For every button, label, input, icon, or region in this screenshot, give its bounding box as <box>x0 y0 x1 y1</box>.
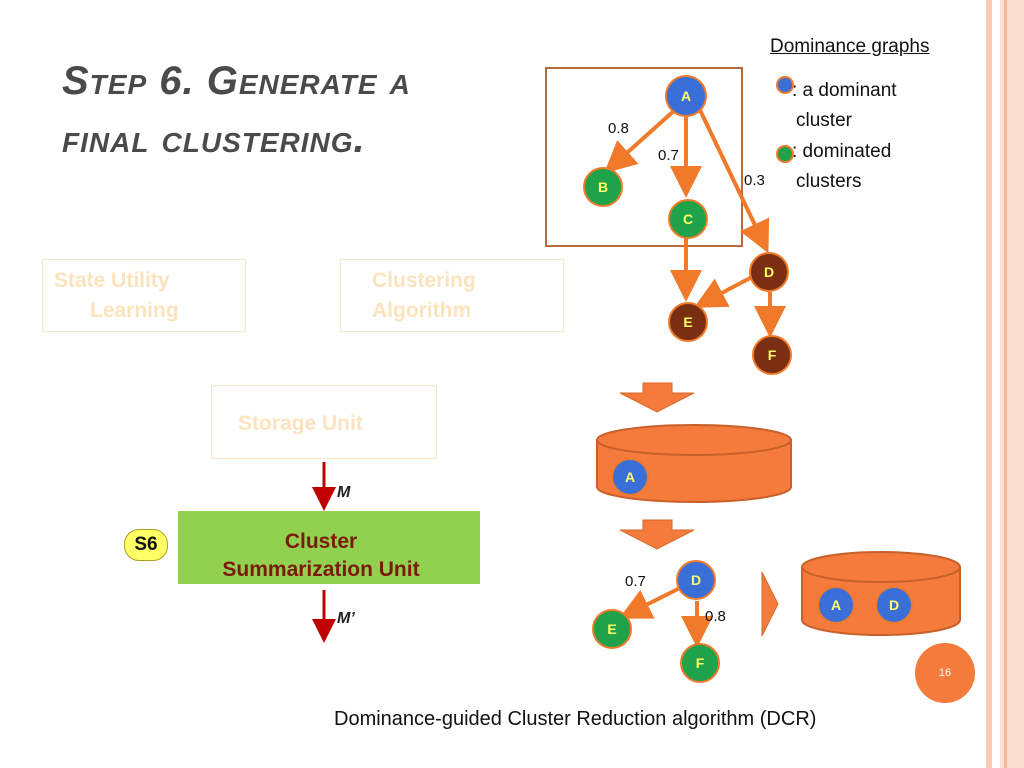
db-right-node-d: D <box>875 586 913 624</box>
slide-title-line2: final clustering. <box>62 117 366 161</box>
db-right-node-a: A <box>817 586 855 624</box>
svg-text:D: D <box>889 597 899 613</box>
svg-text:E: E <box>607 621 616 637</box>
db-middle-node-a: A <box>611 458 649 496</box>
legend-dominated-line2: clusters <box>796 171 862 192</box>
page-number: 16 <box>915 643 975 703</box>
node-a: A <box>665 75 707 117</box>
decor-stripe <box>986 0 992 768</box>
clustering-box <box>340 259 564 332</box>
step-badge: S6 <box>124 529 168 561</box>
cluster-unit-line1: Cluster <box>284 530 358 553</box>
node-d: D <box>749 252 789 292</box>
legend-dominated-line1: : dominated <box>792 141 892 162</box>
diagram-caption: Dominance-guided Cluster Reduction algor… <box>334 708 817 730</box>
top-graph-frame <box>545 67 743 247</box>
clustering-label: Clustering Algorithm <box>372 266 476 326</box>
legend-dominated-circle <box>776 145 794 163</box>
edge-a-d <box>698 109 770 254</box>
state-utility-line2: Learning <box>90 299 179 322</box>
state-utility-line1: State Utility <box>54 269 170 292</box>
svg-text:E: E <box>683 314 692 330</box>
cluster-summarization-unit <box>178 511 480 584</box>
svg-text:A: A <box>831 597 841 613</box>
edge-d-e <box>693 275 753 308</box>
edge-a-b <box>604 107 678 174</box>
weight-d-e: 0.7 <box>625 573 646 590</box>
svg-text:D: D <box>691 572 701 588</box>
storage-unit-label: Storage Unit <box>238 412 363 435</box>
weight-a-b: 0.8 <box>608 120 629 137</box>
cluster-summarization-label: Cluster Summarization Unit <box>178 528 464 584</box>
slide-title: Step 6. Generate a final clustering. <box>62 52 522 168</box>
state-utility-box <box>42 259 246 332</box>
node-b: B <box>583 167 623 207</box>
legend-dominant-line2: cluster <box>796 110 852 131</box>
down-block-arrow <box>619 519 695 550</box>
node-f-bottom: F <box>680 643 720 683</box>
node-e: E <box>668 302 708 342</box>
svg-text:C: C <box>683 211 693 227</box>
legend-dominant-circle <box>776 76 794 94</box>
node-f: F <box>752 335 792 375</box>
weight-a-c: 0.7 <box>658 147 679 164</box>
legend-heading: Dominance graphs <box>770 36 930 57</box>
svg-text:A: A <box>625 469 635 485</box>
right-block-arrow <box>761 571 779 637</box>
svg-text:A: A <box>681 88 691 104</box>
state-utility-label: State Utility Learning <box>54 266 179 326</box>
clustering-line1: Clustering <box>372 269 476 292</box>
legend-dominated-text: : dominated clusters <box>792 137 891 197</box>
svg-text:F: F <box>768 347 777 363</box>
storage-unit-box <box>211 385 437 459</box>
node-e-bottom: E <box>592 609 632 649</box>
weight-a-d: 0.3 <box>744 172 765 189</box>
down-block-arrow <box>619 382 695 413</box>
legend-dominant-line1: : a dominant <box>792 80 897 101</box>
node-c: C <box>668 199 708 239</box>
cluster-unit-line2: Summarization Unit <box>222 558 420 581</box>
edge-d-e-bottom <box>618 586 681 619</box>
input-label: M <box>337 484 351 501</box>
node-d-bottom: D <box>676 560 716 600</box>
output-label: M’ <box>337 610 355 627</box>
legend-dominant-text: : a dominant cluster <box>792 76 897 136</box>
slide-title-line1: Step 6. Generate a <box>62 59 411 103</box>
svg-text:D: D <box>764 264 774 280</box>
decor-stripe <box>1004 0 1007 768</box>
clustering-line2: Algorithm <box>372 299 472 322</box>
svg-text:F: F <box>696 655 705 671</box>
svg-text:B: B <box>598 179 608 195</box>
weight-d-f: 0.8 <box>705 608 726 625</box>
